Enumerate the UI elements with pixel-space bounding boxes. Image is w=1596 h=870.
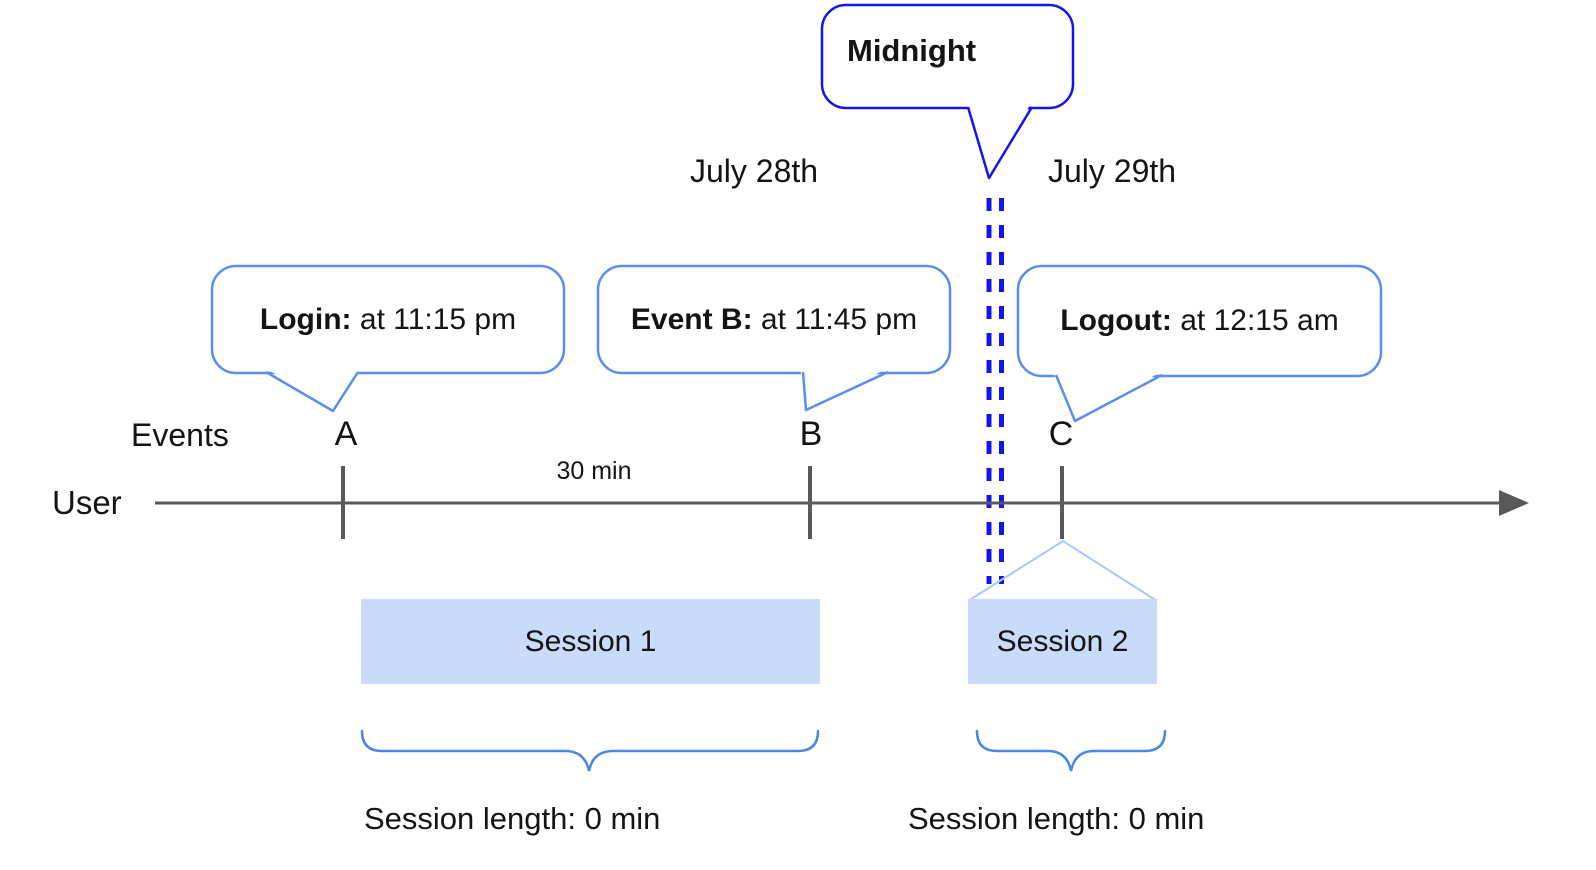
- event-b-callout-detail: at 11:45 pm: [752, 302, 918, 336]
- event-b-callout-title: Event B:: [630, 302, 753, 336]
- login-callout-text: Login: at 11:15 pm: [212, 266, 564, 373]
- user-row-label: User: [52, 484, 122, 521]
- session2-pointer-lines: [967, 539, 1158, 602]
- events-row-label: Events: [131, 417, 229, 453]
- session2-box: [968, 599, 1157, 684]
- session1-box: [361, 599, 820, 684]
- session2-brace: [975, 729, 1167, 772]
- login-callout-tail: [264, 367, 360, 411]
- logout-callout-text: Logout: at 12:15 am: [1018, 266, 1381, 376]
- event-c-label: C: [1048, 415, 1074, 453]
- midnight-label: Midnight: [847, 33, 977, 68]
- login-callout-title: Login:: [259, 302, 352, 336]
- session2-length-label: Session length: 0 min: [908, 801, 1205, 836]
- logout-callout-detail: at 12:15 am: [1171, 304, 1339, 337]
- midnight-callout-tail-outline: [966, 106, 1034, 180]
- timeline-arrowhead-icon: [1499, 490, 1529, 516]
- midnight-callout-tail: [966, 101, 1032, 178]
- event-b-callout-tail: [800, 367, 890, 410]
- date-july-28: July 28th: [690, 153, 819, 189]
- login-callout-bubble: [210, 264, 566, 375]
- session1-length-label: Session length: 0 min: [364, 801, 661, 836]
- midnight-callout-bubble: [820, 3, 1075, 110]
- logout-callout-title: Logout:: [1060, 304, 1172, 337]
- event-a-label: A: [334, 415, 358, 453]
- session1-brace: [360, 729, 820, 772]
- event-b-callout-tail-outline: [801, 370, 889, 412]
- logout-callout-tail-outline: [1054, 373, 1163, 423]
- event-b-callout-text: Event B: at 11:45 pm: [598, 266, 950, 373]
- date-july-29: July 29th: [1048, 153, 1177, 189]
- event-b-label: B: [799, 415, 823, 453]
- login-callout-detail: at 11:15 pm: [351, 302, 517, 336]
- session1-label: Session 1: [524, 624, 657, 658]
- login-callout-tail-outline: [265, 370, 360, 413]
- event-b-callout-bubble: [596, 264, 952, 375]
- logout-callout-bubble: [1016, 264, 1383, 378]
- logout-callout-tail: [1052, 370, 1164, 421]
- session2-label: Session 2: [996, 624, 1129, 658]
- interval-30min-label: 30 min: [556, 457, 632, 485]
